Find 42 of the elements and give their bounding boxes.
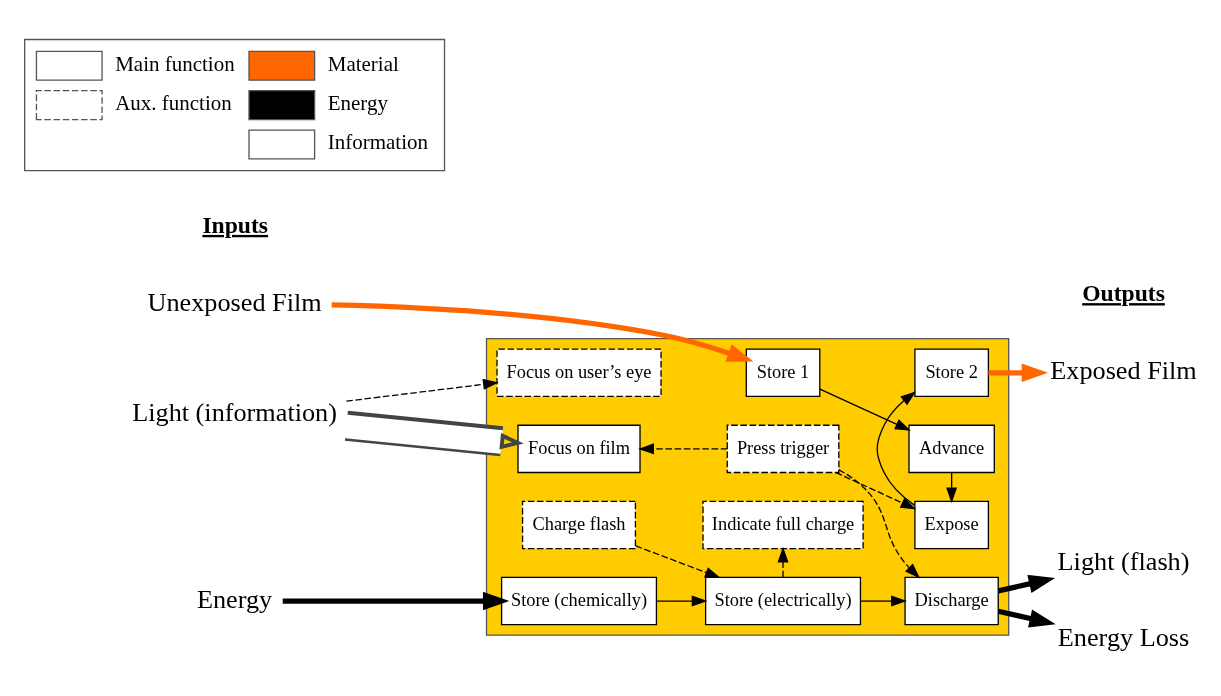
arrow — [988, 363, 1048, 382]
arrow — [859, 595, 907, 607]
arrow — [997, 608, 1056, 627]
node-text: Light (information) — [132, 397, 337, 427]
arrow — [777, 546, 789, 578]
arrow — [997, 574, 1056, 593]
node-box: Press trigger — [726, 424, 840, 473]
node-text: Energy Loss — [1057, 622, 1190, 652]
node-box: Charge flash — [521, 500, 637, 549]
arrow — [835, 471, 917, 509]
arrow — [282, 591, 510, 610]
arrow — [345, 378, 499, 402]
arrow — [838, 468, 921, 578]
node-text: Light (flash) — [1057, 546, 1190, 576]
label: Outputs — [1082, 279, 1165, 306]
node-text: Energy — [196, 584, 273, 614]
legend-label: Main function — [115, 51, 235, 76]
node-text: Exposed Film — [1050, 355, 1197, 385]
node-box: Advance — [908, 424, 995, 473]
legend-label: Aux. function — [115, 90, 232, 115]
arrow — [819, 387, 911, 431]
node-box: Indicate full charge — [702, 500, 864, 549]
node-box: Store (electrically) — [704, 576, 862, 625]
node-text: Unexposed Film — [147, 287, 322, 317]
arrow — [655, 595, 708, 607]
node-box: Expose — [914, 500, 990, 549]
node-box: Store 2 — [914, 348, 990, 397]
legend-label: Energy — [327, 90, 388, 115]
arrow — [331, 301, 754, 362]
arrow — [344, 410, 524, 456]
label: Inputs — [202, 211, 269, 238]
cluster — [485, 337, 1010, 636]
node-box: Store 1 — [745, 348, 821, 397]
arrow — [635, 544, 721, 578]
legend-label: Material — [327, 51, 399, 76]
arrow — [638, 442, 728, 454]
legend-label: Information — [327, 129, 428, 154]
node-box: Focus on user’s eye — [496, 348, 662, 397]
node-box: Discharge — [904, 576, 999, 625]
arrow — [876, 390, 917, 506]
node-box: Store (chemically) — [500, 576, 658, 625]
node-box: Focus on film — [517, 424, 641, 473]
